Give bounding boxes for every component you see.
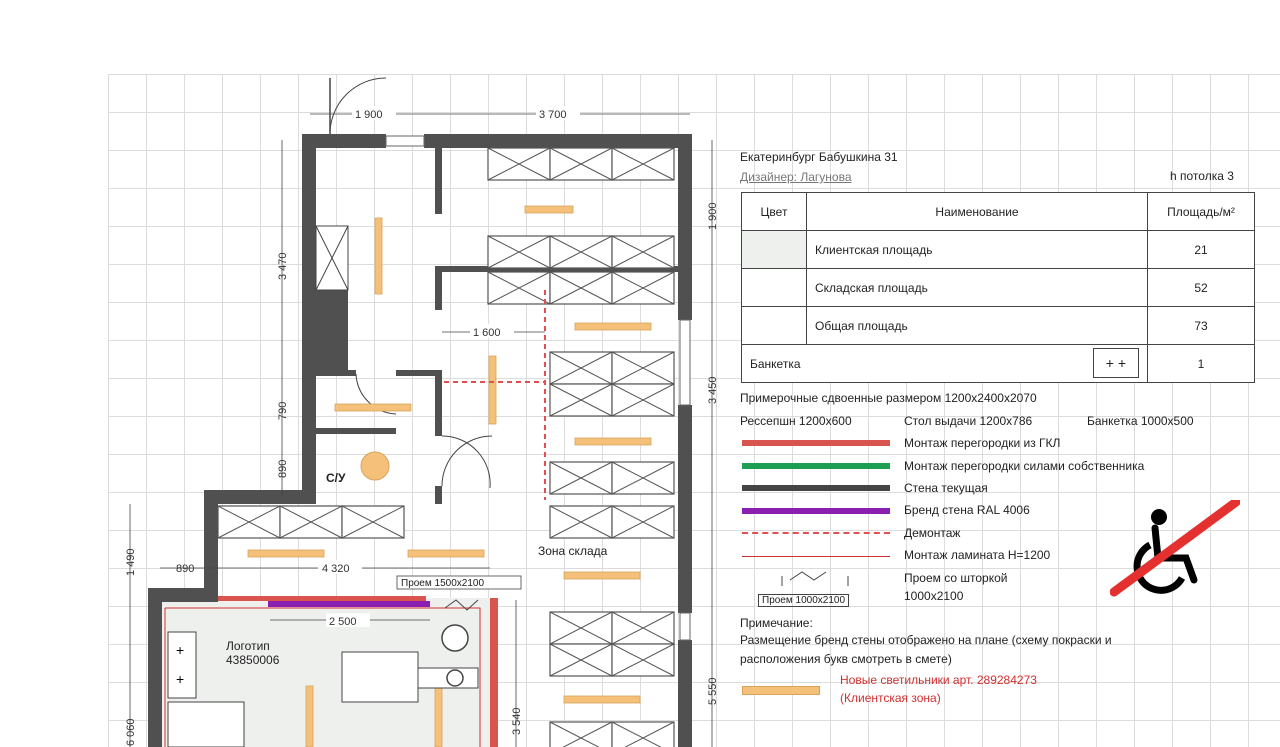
- legend-panel: Екатеринбург Бабушкина 31 Дизайнер: Лагу…: [738, 140, 1280, 747]
- line-wall-sample: [742, 485, 890, 491]
- line-wall-label: Стена текущая: [904, 481, 988, 495]
- line-brand-label: Бренд стена RAL 4006: [904, 503, 1030, 517]
- table-row: Складская площадь 52: [741, 268, 1255, 307]
- curtain-symbol: [781, 571, 849, 586]
- line-laminate-label: Монтаж ламината Н=1200: [904, 548, 1051, 562]
- curtain-tag: Проем 1000x2100: [758, 594, 850, 607]
- bench-cell: Банкетка + +: [741, 344, 1148, 383]
- note-text-2: расположения букв смотреть в смете): [740, 652, 952, 666]
- line-owner-label: Монтаж перегородки силами собственника: [904, 459, 1145, 473]
- line-demolition-label: Демонтаж: [904, 526, 961, 540]
- header-area: Площадь/м²: [1147, 192, 1255, 231]
- legend-ceiling: h потолка 3: [1170, 169, 1234, 183]
- dim-3540: 3 540: [511, 707, 523, 735]
- row-name: Клиентская площадь: [806, 230, 1148, 269]
- table-row: Общая площадь 73: [741, 306, 1255, 345]
- line-laminate-sample: [742, 556, 890, 557]
- dim-790: 790: [277, 402, 289, 420]
- line-gkl-label: Монтаж перегородки из ГКЛ: [904, 436, 1061, 450]
- lights-label-1: Новые светильники арт. 289284273: [840, 673, 1037, 687]
- row-name: Общая площадь: [806, 306, 1148, 345]
- row-area: 21: [1147, 230, 1255, 269]
- curtain-size: 1000x2100: [904, 589, 964, 603]
- dim-3470: 3 470: [277, 252, 289, 280]
- dim-right-5550: 5 550: [707, 677, 719, 705]
- label-logo-code: 43850006: [226, 653, 280, 667]
- no-wheelchair-icon: [1110, 500, 1240, 597]
- curtain-label: Проем со шторкой: [904, 571, 1008, 585]
- light-sample: [742, 686, 820, 695]
- row-area: 73: [1147, 306, 1255, 345]
- color-swatch: [741, 268, 807, 307]
- bench-symbol: + +: [1092, 348, 1139, 378]
- note-reception: Ресcепшн 1200x600: [740, 414, 852, 428]
- line-owner-sample: [742, 463, 890, 469]
- dim-2500: 2 500: [329, 616, 357, 628]
- note-bench-size: Банкетка 1000x500: [1087, 414, 1194, 428]
- dimension-text: 1 900 3 700 1 600 4 320 890 2 500 1 900 …: [125, 106, 719, 746]
- bench-value: 1: [1147, 344, 1255, 383]
- table-row: Клиентская площадь 21: [741, 230, 1255, 269]
- note-title: Примечание:: [740, 616, 813, 630]
- note-paired: Примерочные сдвоенные размером 1200x2400…: [740, 391, 1037, 405]
- table-row: Банкетка + + 1: [741, 344, 1255, 383]
- dim-4320: 4 320: [322, 563, 350, 575]
- bench-name: Банкетка: [750, 356, 801, 371]
- dim-890h: 890: [176, 563, 194, 575]
- dim-right-3450: 3 450: [707, 376, 719, 404]
- line-gkl-sample: [742, 440, 890, 446]
- row-area: 52: [1147, 268, 1255, 307]
- lights-label-2: (Клиентская зона): [840, 691, 941, 705]
- header-name: Наименование: [806, 192, 1148, 231]
- dim-890: 890: [277, 460, 289, 478]
- svg-text:+: +: [176, 671, 184, 687]
- note-issue-desk: Стол выдачи 1200x786: [904, 414, 1033, 428]
- dim-top: 3 700: [539, 109, 567, 121]
- dim-6060: 6 060: [125, 718, 137, 746]
- label-storage-zone: Зона склада: [538, 544, 608, 558]
- label-opening: Проем 1500x2100: [401, 578, 484, 589]
- label-wc: С/У: [326, 471, 346, 485]
- note-text-1: Размещение бренд стены отображено на пла…: [740, 633, 1112, 647]
- row-name: Складская площадь: [806, 268, 1148, 307]
- walls: [148, 134, 692, 747]
- line-demolition-sample: [742, 532, 890, 534]
- area-table: Цвет Наименование Площадь/м² Клиентская …: [741, 192, 1255, 383]
- color-swatch: [741, 306, 807, 345]
- line-brand-sample: [742, 508, 890, 514]
- dim-1490: 1 490: [125, 548, 137, 576]
- dim-entrance: 1 900: [355, 109, 383, 121]
- dim-right-1900: 1 900: [707, 202, 719, 230]
- floor-plan: + + 1 900 3 700 1 600 4 320 890 2 500 1 …: [125, 77, 719, 747]
- legend-designer: Дизайнер: Лагунова: [740, 170, 852, 184]
- dim-1600: 1 600: [473, 327, 501, 339]
- color-swatch: [741, 230, 807, 269]
- svg-text:+: +: [176, 642, 184, 658]
- label-logo: Логотип: [226, 639, 270, 653]
- header-color: Цвет: [741, 192, 807, 231]
- legend-city: Екатеринбург Бабушкина 31: [740, 150, 898, 164]
